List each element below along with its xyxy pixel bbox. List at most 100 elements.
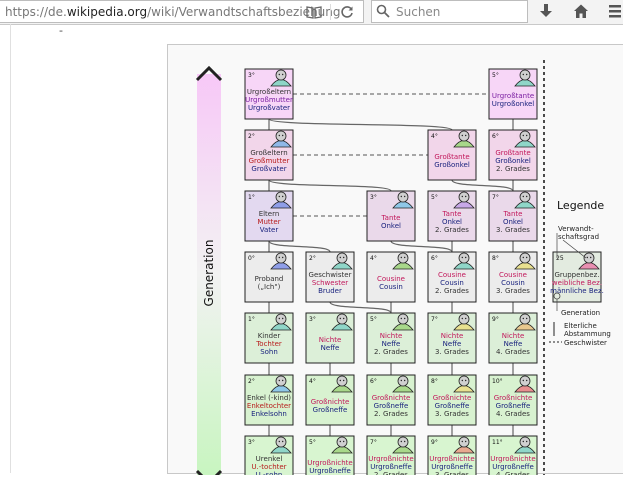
degree-label: 8° <box>431 378 438 385</box>
relation-name: 3. Grades <box>496 226 530 234</box>
relation-name: Großnichte <box>433 394 472 402</box>
degree-label: 10° <box>492 378 503 385</box>
search-box[interactable]: Suchen <box>371 0 528 23</box>
degree-label: 4° <box>309 378 316 385</box>
legend-degree-text: schaftsgrad <box>558 233 599 241</box>
relation-name: Neffe <box>504 340 523 348</box>
relation-name: Cousin <box>501 279 525 287</box>
relation-name: Onkel <box>442 218 462 226</box>
relation-name: 3. Grades <box>496 287 530 295</box>
content-border <box>10 24 11 473</box>
person-icon <box>453 130 475 148</box>
separator <box>330 4 331 20</box>
relation-name: 3. Grades <box>435 410 469 418</box>
relation-name: Großmutter <box>249 157 290 165</box>
box-frame <box>244 129 294 181</box>
degree-label: 3° <box>248 72 255 79</box>
relation-name: Großtante <box>495 149 530 157</box>
reader-view-icon[interactable] <box>306 4 322 20</box>
person-icon <box>578 252 600 270</box>
reload-icon[interactable] <box>339 4 355 20</box>
person-icon <box>453 252 475 270</box>
degree-label: 1° <box>248 194 255 201</box>
degree-label: 5° <box>431 194 438 201</box>
connectors <box>268 93 514 436</box>
degree-label: 7° <box>370 439 377 446</box>
relation-name: 3. Grades <box>435 348 469 356</box>
relation-name: 4. Grades <box>496 471 530 475</box>
legend-generation-text: Generation <box>561 309 600 317</box>
relation-name: Urenkel <box>256 455 283 463</box>
person-icon <box>270 191 292 209</box>
person-icon <box>514 69 536 87</box>
search-icon <box>375 3 391 19</box>
relation-name: Nichte <box>441 332 464 340</box>
relation-name: Großonkel <box>495 157 531 165</box>
home-icon[interactable] <box>573 3 589 19</box>
relation-name: Urgroßmutter <box>245 96 293 104</box>
degree-label: 11° <box>492 439 503 446</box>
legend-siblings-text: Geschwister <box>564 339 607 347</box>
person-icon <box>514 436 536 454</box>
legend-title: Legende <box>557 199 604 212</box>
box-frame <box>244 251 294 303</box>
relation-name: Nichte <box>380 332 403 340</box>
person-icon <box>270 436 292 454</box>
download-icon[interactable] <box>538 3 554 19</box>
search-placeholder: Suchen <box>396 5 441 19</box>
degree-label: 2° <box>248 378 255 385</box>
relation-name: Großtante <box>434 153 469 161</box>
degree-label: 7° <box>431 316 438 323</box>
person-icon <box>514 130 536 148</box>
person-icon <box>392 375 414 393</box>
relation-name: Großnichte <box>494 394 533 402</box>
degree-label: 5° <box>492 72 499 79</box>
degree-label: 2° <box>309 255 316 262</box>
relation-name: Cousin <box>440 279 464 287</box>
relation-name: Großonkel <box>434 161 470 169</box>
relation-name: Großneffe <box>374 402 409 410</box>
degree-label: 1° <box>248 316 255 323</box>
relation-name: Großneffe <box>435 402 470 410</box>
person-icon <box>392 313 414 331</box>
text-fragment: - <box>59 24 63 37</box>
person-icon <box>453 375 475 393</box>
degree-label: 8° <box>492 255 499 262</box>
relation-name: Tochter <box>255 340 282 348</box>
relation-name: Schwester <box>312 279 348 287</box>
degree-label: 4° <box>370 255 377 262</box>
menu-icon[interactable] <box>607 3 623 19</box>
relation-name: 2. Grades <box>435 287 469 295</box>
relation-name: Bruder <box>318 287 342 295</box>
address-bar[interactable]: https://de.wikipedia.org/wiki/Verwandtsc… <box>0 0 364 23</box>
legend-degree-text: Verwandt- <box>558 225 594 233</box>
relation-name: Enkel (-kind) <box>247 394 291 402</box>
degree-label: 9° <box>431 439 438 446</box>
legend-parents-text: Abstammung <box>564 330 611 338</box>
person-icon <box>514 191 536 209</box>
relation-name: Großeltern <box>250 149 287 157</box>
degree-label: 0° <box>248 255 255 262</box>
relation-name: Geschwister <box>309 271 352 279</box>
descent-line <box>268 240 331 253</box>
relation-name: Cousine <box>499 271 527 279</box>
generation-up-arrow-icon <box>195 65 223 82</box>
relation-name: U.-sohn <box>256 471 283 475</box>
relation-name: Nichte <box>502 332 525 340</box>
relation-name: Proband <box>255 275 284 283</box>
relation-name: Vater <box>260 226 279 234</box>
person-icon <box>514 252 536 270</box>
relation-name: Mutter <box>257 218 280 226</box>
degree-label: 3° <box>370 194 377 201</box>
relation-name: Neffe <box>443 340 462 348</box>
degree-label: 3° <box>309 316 316 323</box>
